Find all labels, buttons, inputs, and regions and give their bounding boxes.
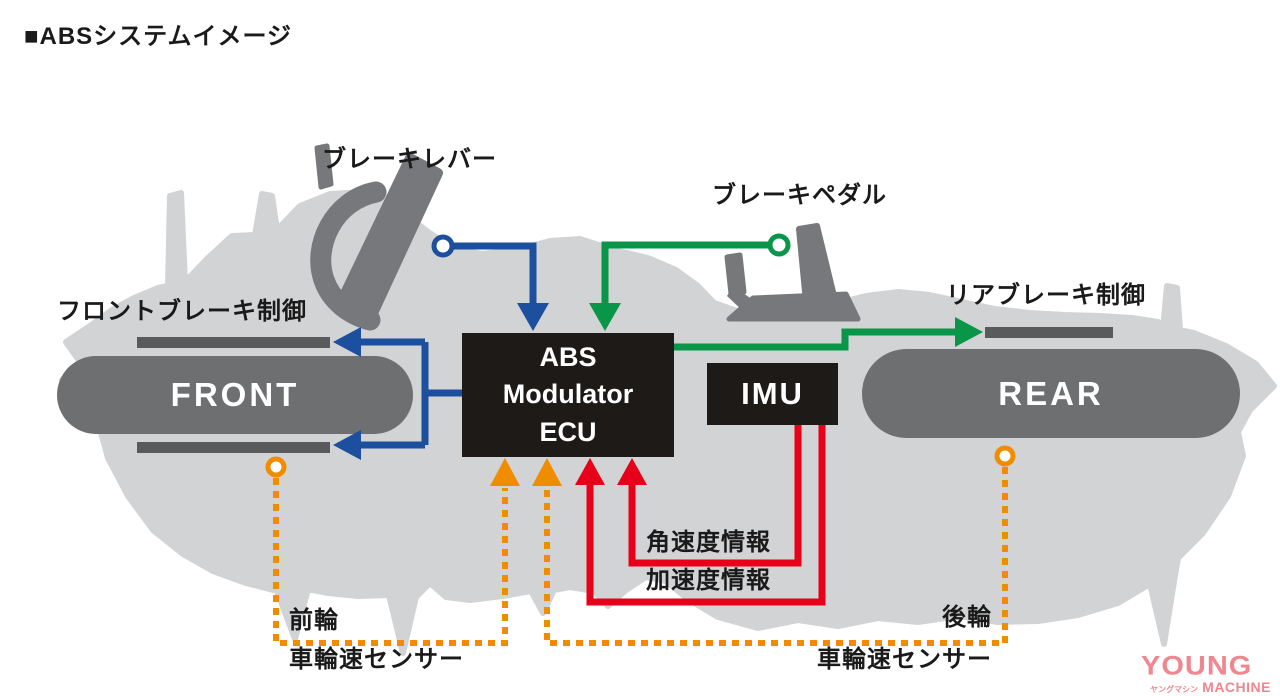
- rear-node-label: REAR: [998, 374, 1104, 412]
- front-brake-control-label: フロントブレーキ制御: [57, 298, 307, 325]
- logo-katakana-text: ヤングマシン: [1150, 685, 1199, 694]
- front-wheel-node: FRONT: [57, 356, 413, 434]
- rear-disc-bar: [985, 327, 1113, 338]
- abs-node-line1: ABS: [539, 342, 597, 373]
- imu-node: IMU: [707, 363, 838, 425]
- brake-pedal-label: ブレーキペダル: [712, 182, 887, 209]
- brake-pedal-shape: [724, 223, 861, 322]
- rear-wheel-node: REAR: [862, 349, 1240, 438]
- imu-node-label: IMU: [741, 376, 804, 411]
- abs-node-line2: Modulator: [502, 379, 634, 410]
- acceleration-label: 加速度情報: [646, 567, 771, 594]
- front-disc-bar-bottom: [137, 442, 330, 453]
- front-wheel-label: 前輪: [289, 607, 339, 634]
- rear-brake-control-label: リアブレーキ制御: [946, 282, 1146, 309]
- logo-young-text: YOUNG: [1141, 651, 1253, 681]
- logo-machine-text: MACHINE: [1202, 679, 1271, 695]
- abs-node-line3: ECU: [539, 416, 597, 447]
- front-disc-bar-top: [137, 337, 330, 348]
- brake-lever-shape: [310, 143, 443, 331]
- front-wheel-sensor-label: 車輪速センサー: [289, 646, 464, 673]
- diagram-title: ■ABSシステムイメージ: [24, 23, 292, 50]
- rear-wheel-sensor-label: 車輪速センサー: [817, 646, 992, 673]
- rear-wheel-label: 後輪: [942, 604, 992, 631]
- abs-modulator-ecu-node: ABS Modulator ECU: [462, 333, 674, 457]
- brake-lever-label: ブレーキレバー: [322, 146, 497, 173]
- front-node-label: FRONT: [170, 376, 300, 413]
- young-machine-logo: YOUNG ヤングマシン MACHINE: [1141, 652, 1271, 695]
- angular-velocity-label: 角速度情報: [646, 529, 771, 556]
